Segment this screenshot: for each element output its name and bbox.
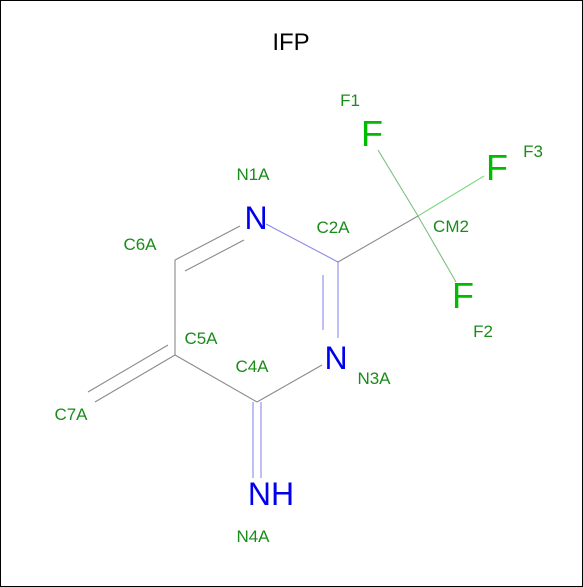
atom-f3-symbol: F xyxy=(486,147,508,188)
atom-label-cm2: CM2 xyxy=(433,217,469,236)
bond-c4a-c5a xyxy=(174,354,258,403)
bond-n1a-c2a xyxy=(265,223,339,263)
atom-labels: N1A C2A N3A C4A C5A C6A C7A N4A CM2 F1 F… xyxy=(54,91,542,546)
atom-n4a-symbol: NH xyxy=(248,476,294,512)
bond-c6a-n1a-double xyxy=(184,239,245,272)
atom-label-c5a: C5A xyxy=(184,329,218,348)
atom-label-f2: F2 xyxy=(473,322,493,341)
bond-c5a-c7a xyxy=(94,354,176,403)
atom-label-n1a: N1A xyxy=(236,165,270,184)
atom-label-c6a: C6A xyxy=(123,235,157,254)
bond-c6a-n1a xyxy=(174,225,241,261)
bond-c5a-c7a-double xyxy=(87,344,169,393)
atom-n1a-symbol: N xyxy=(244,200,267,236)
bond-cm2-f1 xyxy=(377,149,419,217)
atom-label-n4a: N4A xyxy=(236,527,270,546)
atom-f1-symbol: F xyxy=(361,113,383,154)
atom-f2-symbol: F xyxy=(452,275,474,316)
bond-c2a-cm2 xyxy=(337,215,419,263)
bond-cm2-f3 xyxy=(417,175,485,217)
atom-label-c2a: C2A xyxy=(316,218,350,237)
bonds xyxy=(87,149,485,478)
atom-label-n3a: N3A xyxy=(357,369,391,388)
atom-label-c7a: C7A xyxy=(54,405,88,424)
element-symbols: N N NH F F F xyxy=(244,113,508,512)
atom-n3a-symbol: N xyxy=(324,340,347,376)
atom-label-c4a: C4A xyxy=(235,357,269,376)
bond-cm2-f2 xyxy=(417,215,457,283)
atom-label-f3: F3 xyxy=(523,142,543,161)
diagram-title: IFP xyxy=(272,29,309,56)
bond-n3a-c4a xyxy=(256,364,323,403)
atom-label-f1: F1 xyxy=(340,91,360,110)
